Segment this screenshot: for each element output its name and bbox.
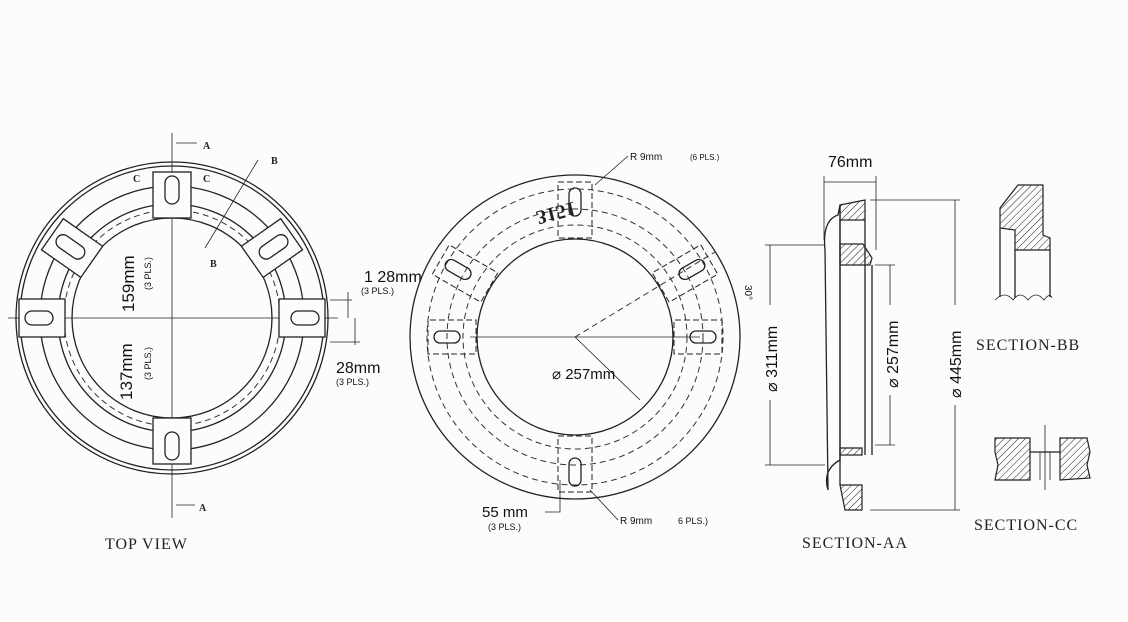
dim-55mm: 55 mm	[482, 504, 528, 521]
radius-bottom-pls: 6 PLS.)	[678, 516, 708, 526]
section-bb: SECTION-BB	[976, 184, 1080, 354]
section-b-label-top: B	[271, 156, 278, 167]
section-a-label-bottom: A	[199, 503, 207, 514]
mid-lugs	[427, 181, 723, 493]
top-view: A A B B C C 159mm (3 PLS.) 137mm (3 PLS.…	[8, 133, 422, 553]
section-aa: 76mm ⌀ 311mm ⌀ 257mm ⌀ 445mm SECTION-AA	[760, 154, 965, 552]
dim-28mm-bottom-pls: (3 PLS.)	[336, 377, 369, 387]
radius-top-label: R 9mm	[630, 152, 662, 163]
part-number-cast: 3151	[534, 197, 578, 229]
dim-28mm-top-pls: (3 PLS.)	[361, 286, 394, 296]
angle-label: 30°	[742, 285, 753, 300]
dim-55mm-pls: (3 PLS.)	[488, 522, 521, 532]
bottom-view: R 9mm (6 PLS.) 3151 30° ⌀ 257mm 55 mm (3…	[409, 152, 753, 532]
diameter-445mm: ⌀ 445mm	[948, 331, 965, 398]
dim-28mm-bottom: 28mm	[336, 360, 380, 377]
top-view-title: TOP VIEW	[105, 536, 188, 553]
mounting-lugs	[18, 171, 326, 465]
width-76mm: 76mm	[828, 154, 872, 171]
section-aa-title: SECTION-AA	[802, 535, 908, 552]
section-c-label-right: C	[203, 174, 210, 185]
section-bb-title: SECTION-BB	[976, 337, 1080, 354]
section-c-label-left: C	[133, 174, 140, 185]
radius-bottom-label: R 9mm	[620, 516, 652, 527]
section-cc-title: SECTION-CC	[974, 517, 1078, 534]
dim-159mm: 159mm	[119, 255, 138, 312]
dim-137mm: 137mm	[117, 343, 136, 400]
dim-28mm-top: 1 28mm	[364, 269, 422, 286]
section-a-label-top: A	[203, 141, 211, 152]
dim-137mm-pls: (3 PLS.)	[143, 347, 153, 380]
section-cc: SECTION-CC	[974, 425, 1091, 534]
radius-top-pls: (6 PLS.)	[690, 153, 720, 162]
dim-159mm-pls: (3 PLS.)	[143, 257, 153, 290]
diameter-311mm: ⌀ 311mm	[764, 326, 781, 392]
inner-diameter-label: ⌀ 257mm	[552, 366, 615, 383]
diameter-257mm: ⌀ 257mm	[885, 321, 902, 388]
section-b-label-bottom: B	[210, 259, 217, 270]
